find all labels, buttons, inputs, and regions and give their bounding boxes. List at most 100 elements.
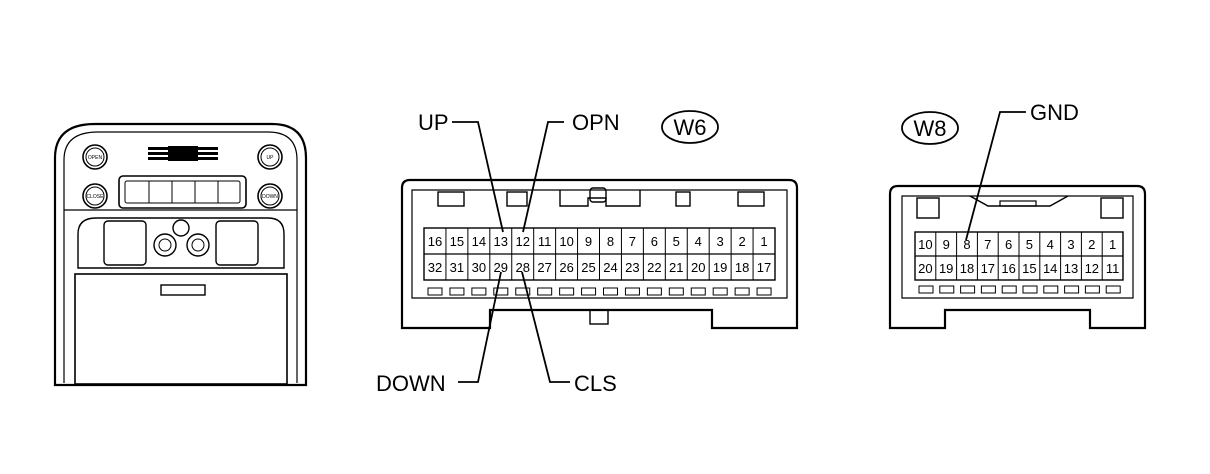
w6-leader-lines xyxy=(452,121,570,383)
w8-pin-13: 13 xyxy=(1064,261,1078,276)
cls-pin-label: CLS xyxy=(574,371,617,396)
w6-id-badge: W6 xyxy=(661,110,719,144)
down-pin-label: DOWN xyxy=(376,371,446,396)
w6-pin-23: 23 xyxy=(625,260,639,275)
w6-terminal-rib xyxy=(690,287,706,296)
w8-pin-4: 4 xyxy=(1047,237,1054,252)
w8-pin-3: 3 xyxy=(1067,237,1074,252)
close-button-label: CLOSE xyxy=(87,194,105,200)
w8-pin-9: 9 xyxy=(943,237,950,252)
w6-pin-1: 1 xyxy=(760,234,767,249)
w6-pin-2: 2 xyxy=(738,234,745,249)
w8-id-badge: W8 xyxy=(901,111,959,145)
w6-pin-20: 20 xyxy=(691,260,705,275)
w8-terminal-rib xyxy=(980,285,996,294)
w8-pin-12: 12 xyxy=(1085,261,1099,276)
console-vent xyxy=(148,146,218,161)
w6-pin-26: 26 xyxy=(559,260,573,275)
up-button[interactable]: UP xyxy=(257,144,283,170)
w8-terminal-rib xyxy=(918,285,934,294)
w6-pin-29: 29 xyxy=(494,260,508,275)
gnd-pin-label: GND xyxy=(1030,100,1079,125)
open-button-label: OPEN xyxy=(88,155,103,161)
w8-terminal-rib xyxy=(1105,285,1121,294)
w6-terminal-rib xyxy=(756,287,772,296)
w6-pin-9: 9 xyxy=(585,234,592,249)
w6-pin-21: 21 xyxy=(669,260,683,275)
left-knob xyxy=(153,233,177,257)
w8-pin-6: 6 xyxy=(1005,237,1012,252)
storage-compartment xyxy=(74,273,288,385)
w6-pin-16: 16 xyxy=(428,234,442,249)
w8-pin-11: 11 xyxy=(1106,261,1120,276)
w6-pin-15: 15 xyxy=(450,234,464,249)
down-button[interactable]: DOWN xyxy=(257,183,283,209)
w6-terminal-ribs xyxy=(427,287,772,296)
right-knob xyxy=(186,233,210,257)
w6-pin-6: 6 xyxy=(651,234,658,249)
w6-pin-18: 18 xyxy=(735,260,749,275)
w6-pin-8: 8 xyxy=(607,234,614,249)
w6-pin-27: 27 xyxy=(537,260,551,275)
up-button-label: UP xyxy=(267,155,275,161)
w6-pin-3: 3 xyxy=(717,234,724,249)
center-knob xyxy=(172,219,190,237)
w8-latch xyxy=(916,195,1124,219)
w6-pin-4: 4 xyxy=(695,234,702,249)
w8-terminal-rib xyxy=(1084,285,1100,294)
w8-pin-14: 14 xyxy=(1043,261,1057,276)
w8-terminal-rib xyxy=(1001,285,1017,294)
w6-terminal-rib xyxy=(515,287,531,296)
open-button[interactable]: OPEN xyxy=(82,144,108,170)
w6-pin-32: 32 xyxy=(428,260,442,275)
w8-pin-8: 8 xyxy=(963,237,970,252)
w6-terminal-rib xyxy=(427,287,443,296)
w8-pin-15: 15 xyxy=(1022,261,1036,276)
up-pin-label: UP xyxy=(418,110,449,135)
w6-terminal-rib xyxy=(712,287,728,296)
w6-terminal-rib xyxy=(537,287,553,296)
lamp-housing xyxy=(77,217,285,269)
w6-terminal-rib xyxy=(493,287,509,296)
w8-terminal-rib xyxy=(960,285,976,294)
w8-pin-17: 17 xyxy=(981,261,995,276)
w6-pin-25: 25 xyxy=(581,260,595,275)
compartment-handle[interactable] xyxy=(160,284,206,296)
w6-pin-19: 19 xyxy=(713,260,727,275)
w8-pin-1: 1 xyxy=(1109,237,1116,252)
w8-terminal-rib xyxy=(1022,285,1038,294)
w6-pin-31: 31 xyxy=(450,260,464,275)
w8-terminal-rib xyxy=(939,285,955,294)
w6-latch xyxy=(437,187,765,207)
w8-pin-20: 20 xyxy=(918,261,932,276)
w6-terminal-rib xyxy=(603,287,618,296)
w8-pin-7: 7 xyxy=(984,237,991,252)
w6-pin-17: 17 xyxy=(757,260,771,275)
w8-leader-lines xyxy=(965,111,1026,241)
close-button[interactable]: CLOSE xyxy=(82,183,108,209)
w6-pin-5: 5 xyxy=(673,234,680,249)
w6-terminal-rib xyxy=(734,287,750,296)
w8-pin-18: 18 xyxy=(960,261,974,276)
w8-pin-5: 5 xyxy=(1026,237,1033,252)
w8-terminal-rib xyxy=(1064,285,1080,294)
right-lens xyxy=(215,220,259,266)
w6-pin-10: 10 xyxy=(559,234,573,249)
w8-pin-16: 16 xyxy=(1001,261,1015,276)
w6-terminal-rib xyxy=(581,287,597,296)
w6-terminal-rib xyxy=(646,287,662,296)
w8-id: W8 xyxy=(914,116,947,141)
w6-terminal-rib xyxy=(624,287,640,296)
w6-terminal-rib xyxy=(471,287,487,296)
w6-pin-24: 24 xyxy=(603,260,617,275)
w6-pin-14: 14 xyxy=(472,234,486,249)
w6-pin-12: 12 xyxy=(515,234,529,249)
w6-pin-22: 22 xyxy=(647,260,661,275)
w8-pin-2: 2 xyxy=(1088,237,1095,252)
w8-terminal-ribs xyxy=(918,285,1121,294)
overhead-console: OPEN UP CLOSE DOWN xyxy=(53,122,308,387)
w6-id: W6 xyxy=(674,115,707,140)
w8-pin-19: 19 xyxy=(939,261,953,276)
